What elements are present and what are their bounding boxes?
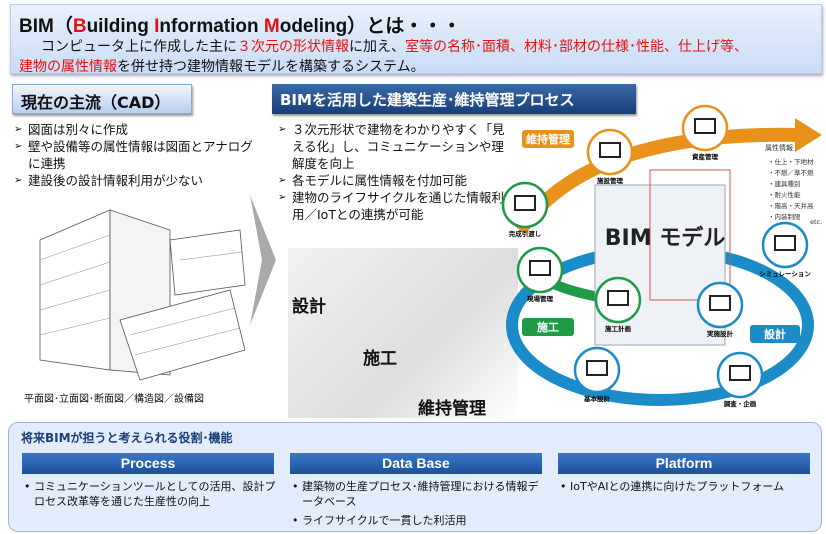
- monitor-icon: [729, 365, 751, 381]
- svg-text:etc.: etc.: [810, 218, 822, 226]
- column-process-title: Process: [22, 453, 274, 474]
- arrow-chevron-icon: [250, 195, 276, 325]
- monitor-icon: [599, 142, 621, 158]
- node-icon: [594, 276, 642, 324]
- definition-line-2: 建物の属性情報を併せ持つ建物情報モデルを構築するシステム。: [19, 59, 425, 75]
- node-icon: [761, 221, 809, 269]
- list-item: ライフサイクルで一貫した利活用: [290, 513, 548, 528]
- cad-caption: 平面図･立面図･断面図／構造図／設備図: [24, 394, 204, 405]
- node-icon: [516, 246, 564, 294]
- svg-text:・耐火性能: ・耐火性能: [768, 190, 801, 199]
- phase-design: 設計: [292, 297, 326, 317]
- monitor-icon: [607, 290, 629, 306]
- list-item: 建築物の生産プロセス･維持管理における情報データベース: [290, 479, 548, 509]
- phase-maintenance: 維持管理: [418, 399, 486, 419]
- bim-bullets: ３次元形状で建物をわかりやすく「見える化」し、コミュニケーションや理解度を向上 …: [278, 121, 508, 223]
- attributes-title: 属性情報: [765, 143, 793, 152]
- monitor-icon: [709, 295, 731, 311]
- column-database-title: Data Base: [290, 453, 542, 474]
- node-icon: [696, 281, 744, 329]
- svg-text:・不燃／準不燃: ・不燃／準不燃: [768, 168, 814, 177]
- node-icon: [573, 346, 621, 394]
- bim-model-label: BIM モデル: [605, 225, 726, 251]
- svg-text:・内装制限: ・内装制限: [768, 212, 801, 221]
- svg-text:・建具種別: ・建具種別: [768, 179, 801, 188]
- monitor-icon: [586, 360, 608, 376]
- list-item: 建物のライフサイクルを通じた情報利用／IoTとの連携が可能: [278, 189, 508, 223]
- node-label: 資産管理: [692, 152, 719, 161]
- bim-section-title: BIMを活用した建築生産･維持管理プロセス: [272, 84, 636, 114]
- monitor-icon: [694, 118, 716, 134]
- list-item: IoTやAIとの連携に向けたプラットフォーム: [558, 479, 816, 494]
- node-label: 完成引渡し: [509, 229, 542, 238]
- cad-drawings-illustration: [39, 209, 246, 381]
- attributes-list: ・仕上・下地材・不燃／準不燃・建具種別・耐火性能・階高・天井高・内装制限 etc.: [768, 157, 822, 226]
- list-item: 壁や設備等の属性情報は図面とアナログに連携: [14, 138, 254, 172]
- cad-section-title: 現在の主流（CAD）: [12, 84, 192, 114]
- group-design: 設計: [764, 327, 786, 341]
- group-construction: 施工: [537, 320, 559, 334]
- definition-line-1: コンピュータ上に作成した主に３次元の形状情報に加え、室等の名称･面積、材料･部材…: [41, 39, 748, 55]
- svg-text:・仕上・下地材: ・仕上・下地材: [768, 157, 814, 166]
- node-label: 基本設計: [583, 394, 611, 403]
- node-label: シミュレーション: [759, 270, 811, 278]
- monitor-icon: [774, 235, 796, 251]
- list-item: ３次元形状で建物をわかりやすく「見える化」し、コミュニケーションや理解度を向上: [278, 121, 508, 172]
- node-label: 調査・企画: [724, 399, 757, 408]
- monitor-icon: [514, 195, 536, 211]
- node-label: 施工計画: [605, 324, 632, 333]
- future-heading: 将来BIMが担うと考えられる役割･機能: [21, 431, 233, 445]
- definition-banner: BIM（Building Information Modeling）とは・・・ …: [10, 4, 822, 75]
- column-platform-title: Platform: [558, 453, 810, 474]
- list-item: 図面は別々に作成: [14, 121, 254, 138]
- group-maintenance: 維持管理: [526, 132, 570, 146]
- phase-photos: 設計 施工 維持管理: [288, 248, 518, 419]
- bim-lifecycle-diagram: BIM モデル 維持管理 施工 設計 属性情報 ・仕上・下地材・不燃／準不燃・建…: [501, 104, 822, 408]
- list-item: 建設後の設計情報利用が少ない: [14, 172, 254, 189]
- node-icon: [681, 104, 729, 152]
- cad-bullets: 図面は別々に作成 壁や設備等の属性情報は図面とアナログに連携 建設後の設計情報利…: [14, 121, 254, 189]
- monitor-icon: [529, 260, 551, 276]
- definition-title: BIM（Building Information Modeling）とは・・・: [19, 16, 462, 37]
- node-icon: [501, 181, 549, 229]
- node-label: 現場管理: [527, 294, 554, 303]
- node-label: 施設管理: [597, 176, 624, 185]
- node-label: 実施設計: [707, 329, 734, 338]
- future-roles-panel: 将来BIMが担うと考えられる役割･機能 Process Data Base Pl…: [8, 422, 822, 532]
- list-item: 各モデルに属性情報を付加可能: [278, 172, 508, 189]
- svg-text:・階高・天井高: ・階高・天井高: [768, 201, 814, 210]
- list-item: コミュニケーションツールとしての活用、設計プロセス改革等を通じた生産性の向上: [22, 479, 280, 509]
- node-icon: [716, 351, 764, 399]
- phase-construction: 施工: [363, 349, 397, 369]
- node-icon: [586, 128, 634, 176]
